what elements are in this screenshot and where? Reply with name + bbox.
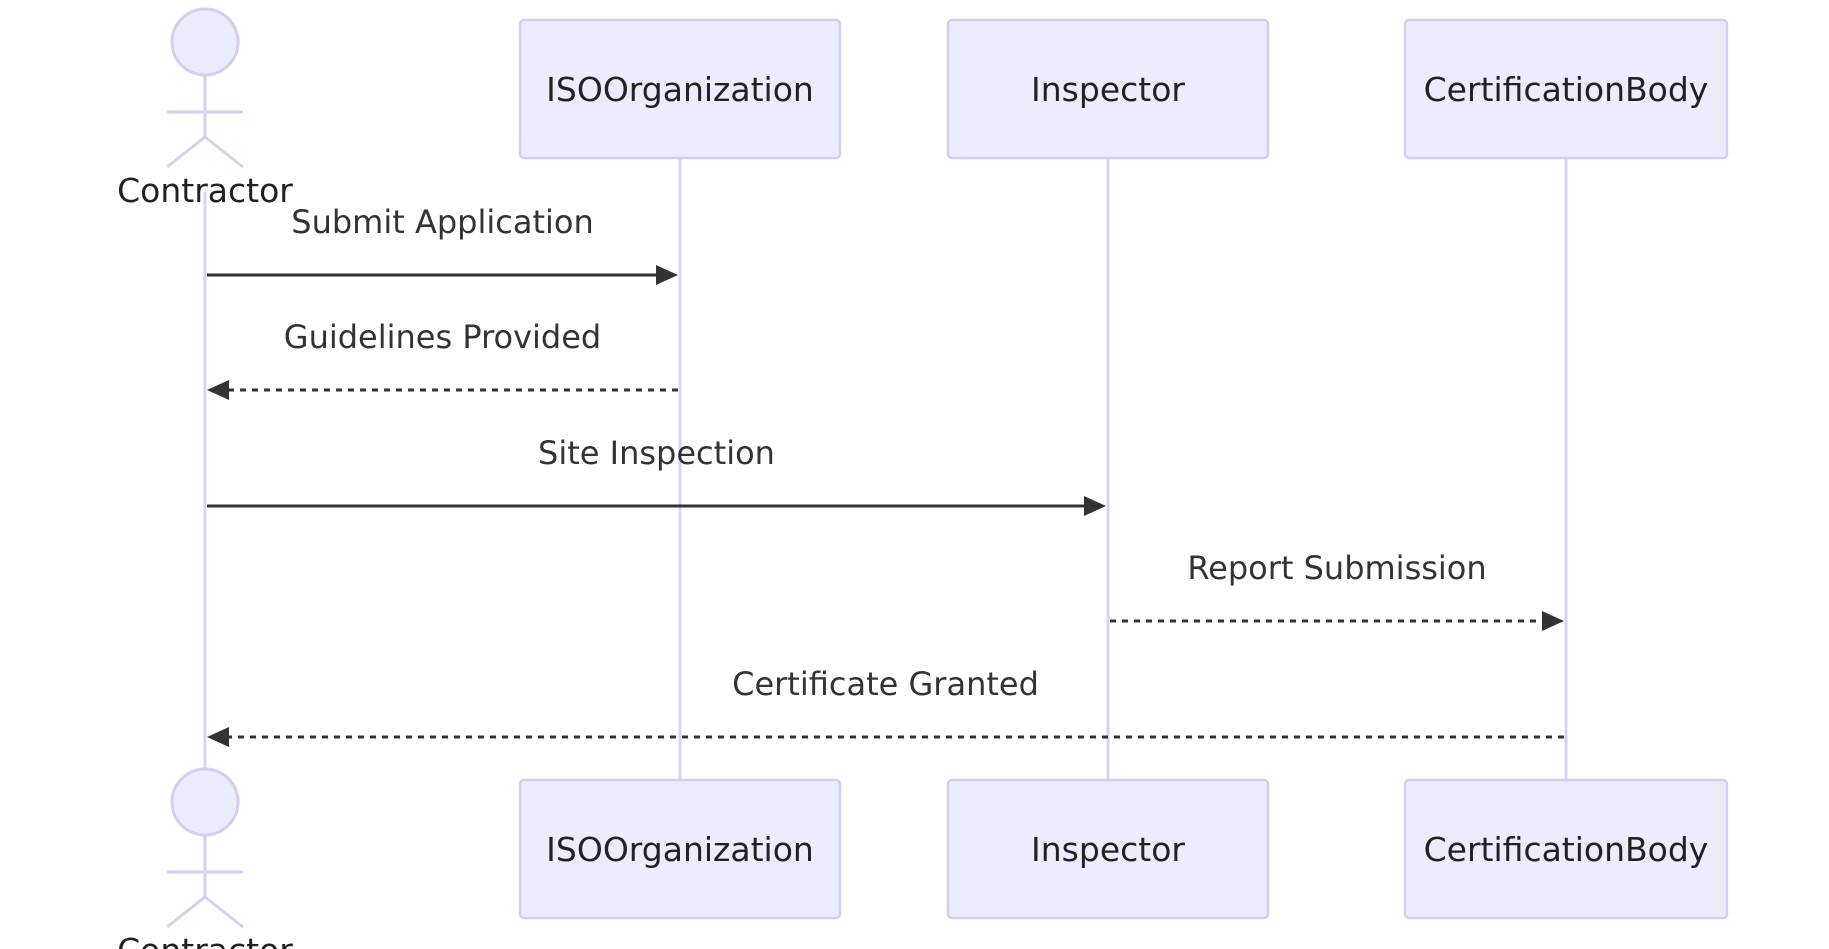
- participant-box: [946, 18, 1270, 160]
- message-1: Submit Application: [207, 203, 678, 285]
- actor-contractor-bottom: Contractor: [117, 767, 293, 949]
- actor-leg-left: [166, 895, 206, 929]
- actor-label: Contractor: [117, 931, 293, 949]
- arrow-head-icon: [1542, 611, 1564, 631]
- arrow-head-icon: [207, 380, 229, 400]
- participant-box: [518, 778, 842, 920]
- message-3: Site Inspection: [207, 434, 1106, 516]
- participant-label: Inspector: [1031, 830, 1185, 869]
- participant-label: ISOOrganization: [546, 830, 814, 869]
- arrow-head-icon: [1084, 496, 1106, 516]
- participant-box: [1403, 18, 1729, 160]
- actor-label: Contractor: [117, 171, 293, 210]
- message-2: Guidelines Provided: [207, 318, 678, 400]
- participant-label: ISOOrganization: [546, 70, 814, 109]
- message-5: Certificate Granted: [207, 665, 1564, 747]
- actor-head-icon: [170, 767, 240, 837]
- message-label: Site Inspection: [538, 434, 775, 472]
- message-4: Report Submission: [1110, 549, 1564, 631]
- participant-label: CertificationBody: [1424, 830, 1709, 869]
- participant-iso-top: ISOOrganization: [518, 18, 842, 160]
- arrow-head-icon: [656, 265, 678, 285]
- actor-contractor-top: Contractor: [117, 7, 293, 210]
- participant-box: [946, 778, 1270, 920]
- participant-cert-top: CertificationBody: [1403, 18, 1729, 160]
- participant-box: [518, 18, 842, 160]
- message-label: Report Submission: [1187, 549, 1486, 587]
- actor-head-icon: [170, 7, 240, 77]
- actor-leg-left: [166, 135, 206, 169]
- participant-inspector-bottom: Inspector: [946, 778, 1270, 920]
- arrow-head-icon: [207, 727, 229, 747]
- actor-leg-right: [204, 895, 244, 929]
- message-label: Certificate Granted: [732, 665, 1039, 703]
- participant-label: Inspector: [1031, 70, 1185, 109]
- participant-inspector-top: Inspector: [946, 18, 1270, 160]
- actor-leg-right: [204, 135, 244, 169]
- message-label: Submit Application: [291, 203, 593, 241]
- participant-cert-bottom: CertificationBody: [1403, 778, 1729, 920]
- participant-label: CertificationBody: [1424, 70, 1709, 109]
- message-label: Guidelines Provided: [284, 318, 601, 356]
- participant-box: [1403, 778, 1729, 920]
- participant-iso-bottom: ISOOrganization: [518, 778, 842, 920]
